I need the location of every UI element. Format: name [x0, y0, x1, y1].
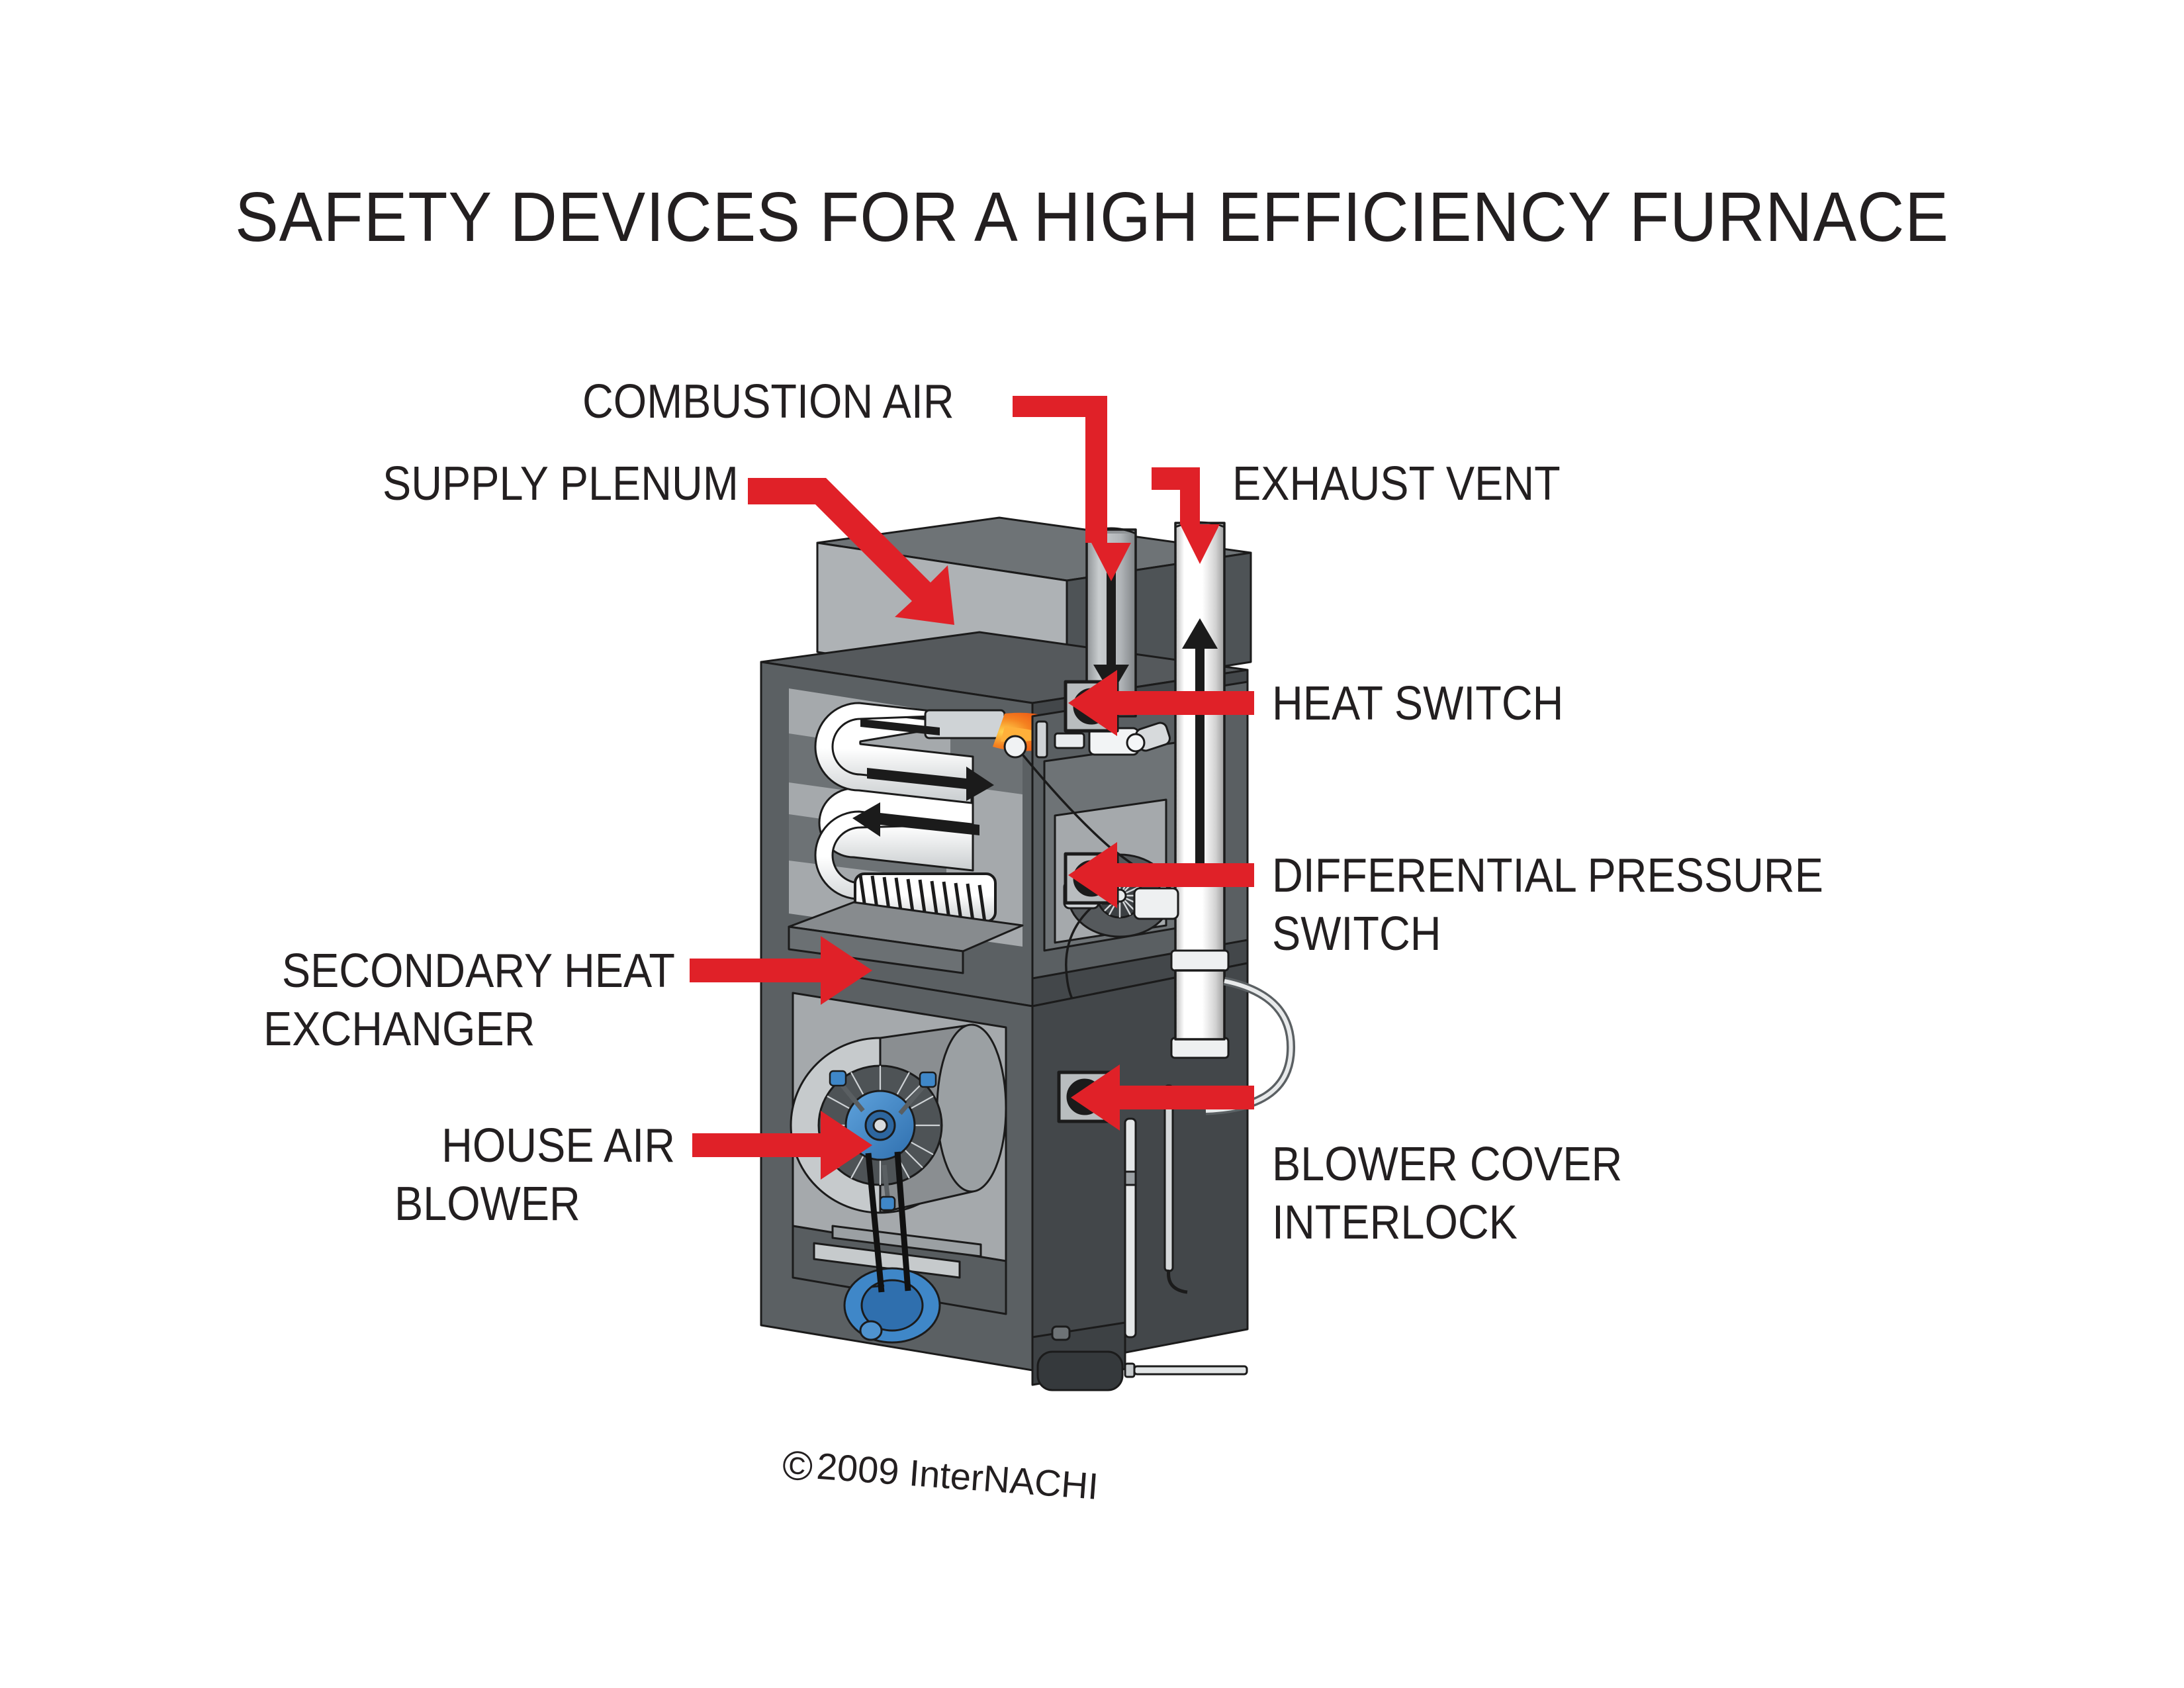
gas-valve-manifold: [1035, 720, 1171, 759]
cabinet-base: [1031, 1321, 1248, 1391]
arrow-heat-switch: [1068, 670, 1254, 736]
label-secondary-heat-exchanger-line2: EXCHANGER: [263, 1003, 535, 1056]
label-secondary-heat-exchanger-line1: SECONDARY HEAT: [281, 945, 675, 998]
copyright-symbol: ©: [780, 1442, 815, 1491]
arrow-secondary-heat-exchanger: [690, 936, 872, 1005]
label-exhaust-vent: EXHAUST VENT: [1232, 457, 1561, 510]
primary-heat-exchanger: [818, 710, 974, 872]
label-blower-cover-interlock-line1: BLOWER COVER: [1272, 1138, 1623, 1191]
label-differential-pressure-switch-line2: SWITCH: [1272, 908, 1441, 961]
label-house-air-blower-line2: BLOWER: [394, 1178, 580, 1231]
label-supply-plenum: SUPPLY PLENUM: [383, 457, 739, 510]
label-heat-switch: HEAT SWITCH: [1272, 677, 1564, 730]
label-house-air-blower-line1: HOUSE AIR: [441, 1119, 675, 1172]
page-title: SAFETY DEVICES FOR A HIGH EFFICIENCY FUR…: [235, 178, 1949, 256]
arrow-supply-plenum: [748, 478, 954, 625]
arrow-house-air-blower: [692, 1111, 872, 1180]
label-differential-pressure-switch-line1: DIFFERENTIAL PRESSURE: [1272, 849, 1823, 902]
blower-belt: [865, 1151, 911, 1293]
label-combustion-air: COMBUSTION AIR: [582, 375, 954, 428]
label-blower-cover-interlock-line2: INTERLOCK: [1272, 1196, 1518, 1249]
door-latch-rods: [1124, 1084, 1188, 1338]
arrow-differential-pressure-switch: [1068, 842, 1254, 908]
arrow-exhaust-vent: [1152, 467, 1220, 564]
blower-motor: [813, 1225, 982, 1344]
arrow-blower-cover-interlock: [1071, 1064, 1254, 1131]
arrow-combustion-air: [1013, 396, 1131, 581]
